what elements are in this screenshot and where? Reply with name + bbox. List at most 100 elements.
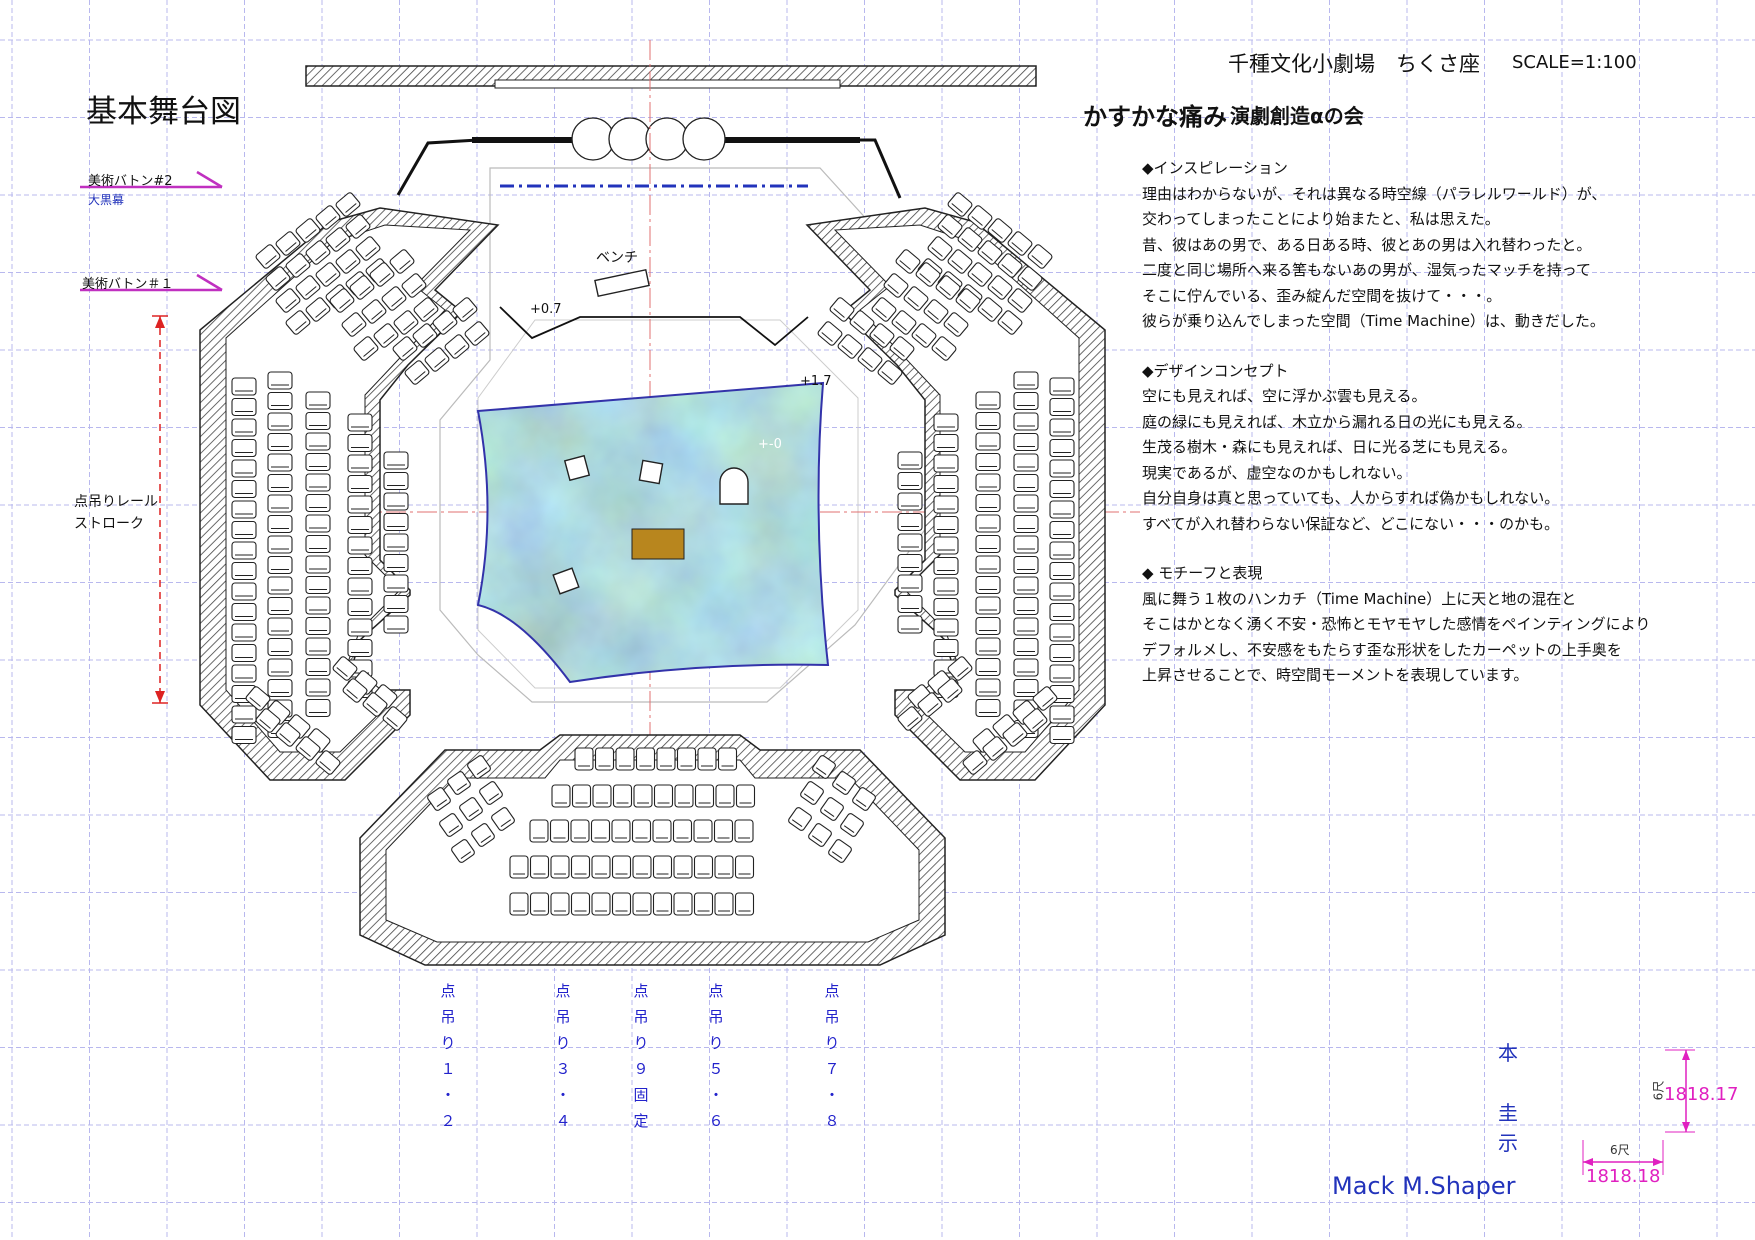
seat xyxy=(800,781,824,805)
seat xyxy=(997,253,1023,278)
seat xyxy=(656,747,676,771)
seat xyxy=(353,336,379,361)
seat xyxy=(788,807,812,831)
seat xyxy=(305,452,331,472)
seat xyxy=(383,533,409,552)
seat xyxy=(1049,377,1075,396)
seat xyxy=(315,262,341,287)
seat xyxy=(911,323,937,348)
seat xyxy=(383,451,409,470)
seat xyxy=(808,823,832,847)
seat xyxy=(427,787,451,811)
stage-platform-edge xyxy=(499,306,809,347)
back-wall-recess xyxy=(494,79,841,89)
seat xyxy=(895,249,921,274)
seat xyxy=(383,574,409,593)
stage-inner-outline xyxy=(477,319,859,689)
seat xyxy=(381,286,407,311)
seat xyxy=(1013,658,1039,677)
seat xyxy=(255,244,281,269)
seat xyxy=(812,755,836,779)
black-curtain-label: 大黒幕 xyxy=(88,193,125,207)
seat xyxy=(231,438,257,458)
seat xyxy=(871,297,897,322)
seat xyxy=(467,755,491,779)
rail-stroke-dimension xyxy=(152,315,168,704)
seat xyxy=(849,310,875,335)
seat xyxy=(714,892,734,916)
level-label-17: +1.7 xyxy=(800,374,832,389)
seat xyxy=(305,514,331,533)
seat xyxy=(267,535,293,554)
seat xyxy=(883,273,909,298)
seat xyxy=(401,273,427,298)
seat xyxy=(897,594,923,614)
seat xyxy=(383,553,409,573)
seat xyxy=(632,855,652,879)
rail-label-line2: ストローク xyxy=(74,516,144,532)
note-line: 彼らが乗り込んでしまった空間（Time Machine）は、動きだした。 xyxy=(1142,312,1605,330)
motif-heading: ◆ モチーフと表現 xyxy=(1142,564,1263,582)
designer-signature: Mack M.Shaper xyxy=(1332,1172,1516,1200)
seat xyxy=(305,678,331,697)
seat xyxy=(347,577,373,596)
seat xyxy=(947,249,973,274)
batten-1-label: 美術バトン＃１ xyxy=(82,277,174,292)
note-line: 上昇させることで、時空間モーメントを表現しています。 xyxy=(1142,666,1529,684)
seat xyxy=(931,336,957,361)
seat xyxy=(447,771,471,795)
seat xyxy=(231,623,257,642)
seat xyxy=(464,321,490,346)
seat xyxy=(267,678,293,698)
seat xyxy=(857,347,883,372)
seat xyxy=(231,664,257,683)
seat xyxy=(265,266,291,291)
seat xyxy=(275,288,301,313)
seat xyxy=(635,747,656,771)
seat xyxy=(305,411,331,431)
seat xyxy=(305,493,331,513)
seat xyxy=(1049,418,1075,437)
seat xyxy=(633,784,653,808)
note-line: 交わってしまったことにより始またと、私は思えた。 xyxy=(1142,210,1500,228)
seat xyxy=(347,556,373,576)
note-line: 現実であるが、虚空なのかもしれない。 xyxy=(1142,463,1412,482)
seat xyxy=(933,556,959,576)
level-label-07: +0.7 xyxy=(530,302,562,317)
seat xyxy=(1049,705,1075,724)
seat xyxy=(231,377,257,396)
seat xyxy=(231,602,257,622)
seat xyxy=(332,656,358,681)
seat xyxy=(529,819,549,843)
seat xyxy=(1013,617,1039,636)
seat xyxy=(345,214,371,239)
seat xyxy=(1049,643,1075,663)
seat xyxy=(997,310,1023,335)
note-line: 二度と同じ場所へ来る筈もないあの男が、湿気ったマッチを持って xyxy=(1142,261,1591,279)
seat xyxy=(1013,432,1039,452)
seat xyxy=(676,747,697,771)
seat xyxy=(694,784,715,808)
seat xyxy=(347,515,373,535)
seat xyxy=(820,797,844,821)
seat xyxy=(267,596,293,616)
seat xyxy=(295,275,321,300)
seat xyxy=(632,892,652,916)
concept-heading: ◆デザインコンセプト xyxy=(1142,361,1289,380)
seat xyxy=(347,474,373,494)
seat xyxy=(305,657,331,677)
seat xyxy=(955,288,981,313)
scale-dimension-vertical xyxy=(1665,1049,1695,1133)
seat xyxy=(1013,412,1039,431)
seat xyxy=(693,892,714,916)
seat xyxy=(829,297,855,322)
seat xyxy=(362,692,388,717)
seat xyxy=(933,413,959,432)
seat xyxy=(715,784,735,808)
seat xyxy=(1049,541,1075,560)
seat xyxy=(947,656,973,681)
seat xyxy=(1049,561,1075,581)
seat xyxy=(734,819,754,843)
seat xyxy=(975,698,1001,718)
